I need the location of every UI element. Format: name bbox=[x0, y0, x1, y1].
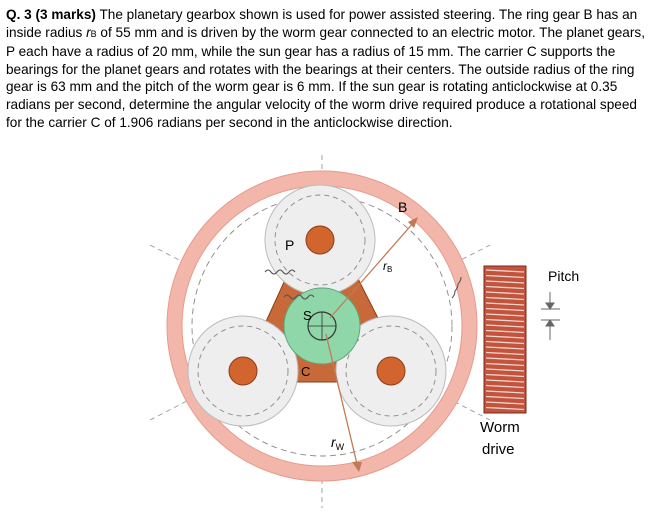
worm-drive bbox=[483, 265, 527, 414]
question-body-part2: of 55 mm and is driven by the worm gear … bbox=[6, 24, 645, 130]
tooth-mesh-planet-sun bbox=[283, 294, 315, 300]
label-worm: Worm bbox=[480, 419, 520, 436]
worm-thread bbox=[485, 368, 525, 372]
worm-thread bbox=[485, 285, 525, 290]
worm-thread bbox=[485, 390, 525, 394]
worm-thread bbox=[485, 373, 525, 378]
worm-thread bbox=[485, 384, 525, 389]
label-rw: rW bbox=[331, 434, 345, 452]
worm-thread bbox=[485, 329, 525, 334]
planet-gear-right bbox=[335, 315, 447, 427]
label-drive: drive bbox=[482, 441, 515, 458]
question-text: Q. 3 (3 marks) The planetary gearbox sho… bbox=[6, 6, 650, 131]
label-pitch: Pitch bbox=[548, 268, 579, 284]
worm-thread bbox=[485, 357, 525, 361]
pitch-dimension bbox=[541, 292, 560, 340]
label-p: P bbox=[285, 237, 294, 253]
worm-thread bbox=[485, 340, 525, 345]
worm-thread bbox=[485, 302, 525, 306]
worm-thread bbox=[485, 307, 525, 312]
ring-radius-subscript: B bbox=[90, 28, 97, 39]
worm-thread bbox=[485, 280, 525, 284]
worm-radius-arrow bbox=[325, 333, 362, 472]
worm-thread bbox=[485, 346, 525, 350]
worm-thread bbox=[485, 274, 525, 279]
worm-thread bbox=[485, 269, 525, 273]
label-s: S bbox=[303, 308, 312, 323]
worm-thread bbox=[485, 318, 525, 323]
planet-bearing-left bbox=[228, 356, 258, 386]
worm-thread bbox=[485, 351, 525, 356]
ring-radius-symbol: r bbox=[86, 24, 91, 40]
planet-gear-top bbox=[264, 184, 376, 296]
ring-radius-arrow bbox=[329, 217, 418, 319]
worm-thread bbox=[485, 379, 525, 383]
worm-thread bbox=[485, 362, 525, 367]
label-c: C bbox=[301, 364, 310, 379]
worm-thread bbox=[485, 324, 525, 328]
worm-thread bbox=[485, 335, 525, 339]
worm-thread bbox=[485, 313, 525, 317]
planetary-gearbox-diagram: B P S C rB rW Pitch Worm drive bbox=[149, 155, 579, 508]
worm-thread bbox=[485, 406, 525, 411]
planet-gear-left bbox=[187, 315, 299, 427]
worm-thread bbox=[485, 296, 525, 301]
label-rb: rB bbox=[383, 259, 392, 274]
planet-bearing-top bbox=[305, 225, 335, 255]
question-body-part1: The planetary gearbox shown is used for … bbox=[6, 7, 638, 40]
question-number: Q. 3 (3 marks) bbox=[6, 7, 96, 22]
tooth-mesh-ring-worm bbox=[451, 276, 462, 299]
worm-thread bbox=[485, 291, 525, 295]
worm-thread bbox=[485, 395, 525, 400]
label-b: B bbox=[398, 199, 407, 215]
planet-bearing-right bbox=[376, 356, 406, 386]
tooth-mesh-planet-ring bbox=[264, 269, 296, 275]
worm-thread bbox=[485, 401, 525, 405]
